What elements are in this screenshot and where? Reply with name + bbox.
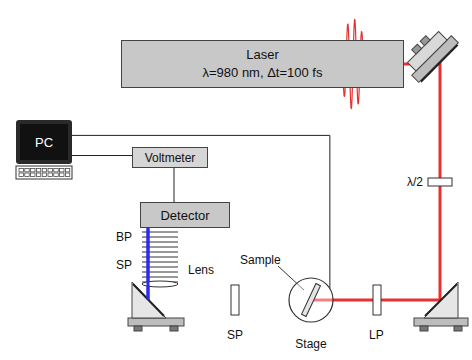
filter-stack: [142, 228, 178, 300]
laser-beam: [148, 64, 440, 300]
sample-slab: [302, 284, 321, 317]
signal-wire: [72, 155, 132, 156]
half-wave-plate: [428, 178, 452, 186]
component-label: Lens: [188, 264, 214, 276]
signal-wire: [174, 168, 175, 202]
component-label: LP: [369, 329, 384, 341]
signal-wire: [72, 135, 330, 288]
node-title: Detector: [160, 208, 209, 223]
keyboard: [16, 166, 72, 179]
voltmeter-box: Voltmeter: [132, 147, 208, 168]
component-label: Sample: [240, 254, 281, 266]
node-title: Stage: [295, 337, 326, 351]
node-subtitle: λ=980 nm, Δt=100 fs: [122, 64, 403, 82]
component-label: BP: [116, 231, 132, 243]
mirror-mount: [128, 282, 184, 331]
laser-box: Laserλ=980 nm, Δt=100 fs: [121, 40, 404, 88]
node-title: PC: [35, 135, 53, 150]
pc-monitor: PC: [16, 120, 72, 164]
mirror-mount: [414, 282, 468, 331]
detector-box: Detector: [140, 202, 230, 228]
component-label: SP: [116, 259, 132, 271]
short-pass-filter: [231, 285, 239, 315]
node-title: Laser: [122, 46, 403, 64]
mirror-mount: [399, 23, 459, 83]
long-pass-filter: [373, 285, 381, 315]
component-label: SP: [227, 329, 243, 341]
stage-circle: Stage: [288, 277, 334, 323]
node-title: Voltmeter: [145, 151, 196, 165]
component-label: λ/2: [407, 176, 423, 188]
stage-outline: [288, 277, 334, 323]
